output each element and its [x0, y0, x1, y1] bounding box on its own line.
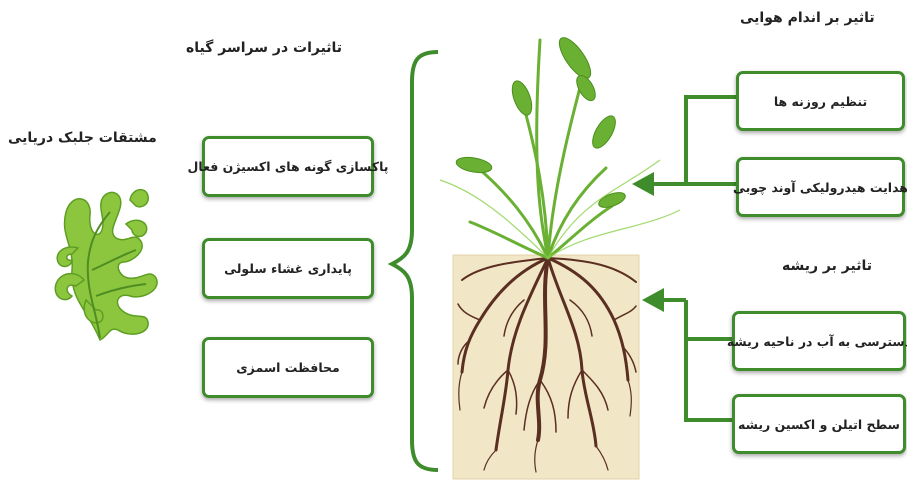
- seaweed-extract-heading: مشتقات جلبک دریایی: [8, 130, 157, 146]
- stomatal-regulation-box: تنظیم روزنه ها: [736, 71, 905, 131]
- root-connectors: [660, 298, 736, 422]
- grouping-brace: [387, 50, 439, 472]
- seaweed-icon: [54, 188, 158, 342]
- root-ethylene-auxin-box: سطح اتیلن و اکسین ریشه: [732, 394, 906, 454]
- shoot-effects-heading: تاثیر بر اندام هوایی: [740, 10, 875, 26]
- box-label: پاکسازی گونه های اکسیژن فعال: [187, 159, 389, 174]
- membrane-stability-box: پایداری غشاء سلولی: [202, 238, 374, 299]
- seaweed-veins: [86, 211, 147, 339]
- ros-scavenging-box: پاکسازی گونه های اکسیژن فعال: [188, 136, 388, 197]
- root-water-access-box: دسترسی به آب در ناحیه ریشه: [727, 311, 907, 371]
- box-label: سطح اتیلن و اکسین ریشه: [738, 416, 900, 432]
- root-effects-heading: تاثیر بر ریشه: [782, 258, 872, 274]
- plant-illustration-icon: [439, 37, 681, 260]
- xylem-hydraulic-conductance-box: هدایت هیدرولیکی آوند چوبی: [733, 157, 907, 217]
- box-label: هدایت هیدرولیکی آوند چوبی: [733, 179, 907, 195]
- roots-illustration: [457, 256, 637, 473]
- root-arrowhead: [642, 288, 664, 312]
- box-label: پایداری غشاء سلولی: [224, 261, 352, 276]
- shoot-connectors: [650, 95, 736, 186]
- box-label: محافظت اسمزی: [236, 360, 340, 375]
- box-label: دسترسی به آب در ناحیه ریشه: [726, 333, 907, 349]
- whole-plant-effects-heading: تاثیرات در سراسر گیاه: [186, 40, 343, 56]
- box-label: تنظیم روزنه ها: [773, 93, 868, 109]
- shoot-arrowhead: [632, 172, 654, 196]
- osmoprotection-box: محافظت اسمزی: [202, 337, 374, 398]
